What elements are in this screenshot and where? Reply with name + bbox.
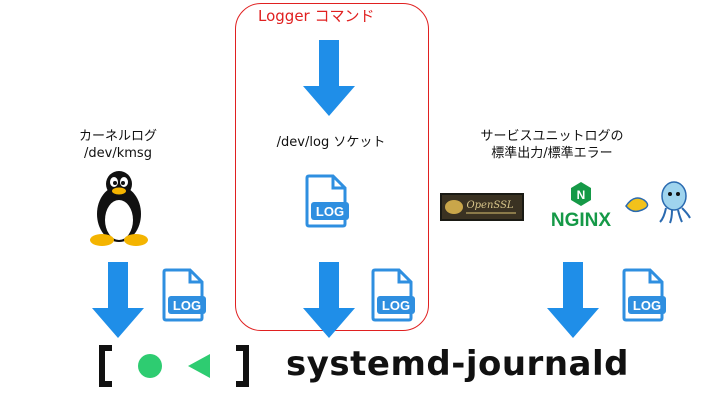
arrow-down-icon <box>92 262 144 338</box>
log-file-label: LOG <box>173 298 201 313</box>
kernel-log-line1: カーネルログ <box>78 129 157 144</box>
socket-label: /dev/log ソケット <box>276 135 386 150</box>
openssl-logo: OpenSSL <box>440 193 524 221</box>
logger-command-title: Logger コマンド <box>258 7 375 25</box>
service-log-line2: 標準出力/標準エラー <box>491 146 613 161</box>
tux-penguin-icon <box>90 171 148 246</box>
svg-text:NGINX: NGINX <box>551 210 612 230</box>
service-log-label: サービスユニットログの 標準出力/標準エラー <box>462 128 642 162</box>
nginx-logo: N NGINX <box>551 182 612 230</box>
svg-text:N: N <box>577 188 586 202</box>
log-file-label: LOG <box>633 298 661 313</box>
systemd-logo-icon <box>99 345 249 387</box>
log-file-icon: LOG <box>371 268 415 322</box>
kernel-log-line2: /dev/kmsg <box>84 146 152 161</box>
arrow-down-icon <box>303 40 355 116</box>
log-file-icon: LOG <box>305 174 349 228</box>
squid-logo <box>625 181 691 224</box>
arrow-down-icon <box>303 262 355 338</box>
log-file-label: LOG <box>316 204 344 219</box>
service-log-line1: サービスユニットログの <box>480 129 624 144</box>
log-file-icon: LOG <box>622 268 666 322</box>
log-file-label: LOG <box>382 298 410 313</box>
kernel-log-label: カーネルログ /dev/kmsg <box>58 128 178 162</box>
svg-text:OpenSSL: OpenSSL <box>466 200 513 211</box>
systemd-journald-title: systemd-journald <box>286 344 629 384</box>
arrow-down-icon <box>547 262 599 338</box>
log-file-icon: LOG <box>162 268 206 322</box>
